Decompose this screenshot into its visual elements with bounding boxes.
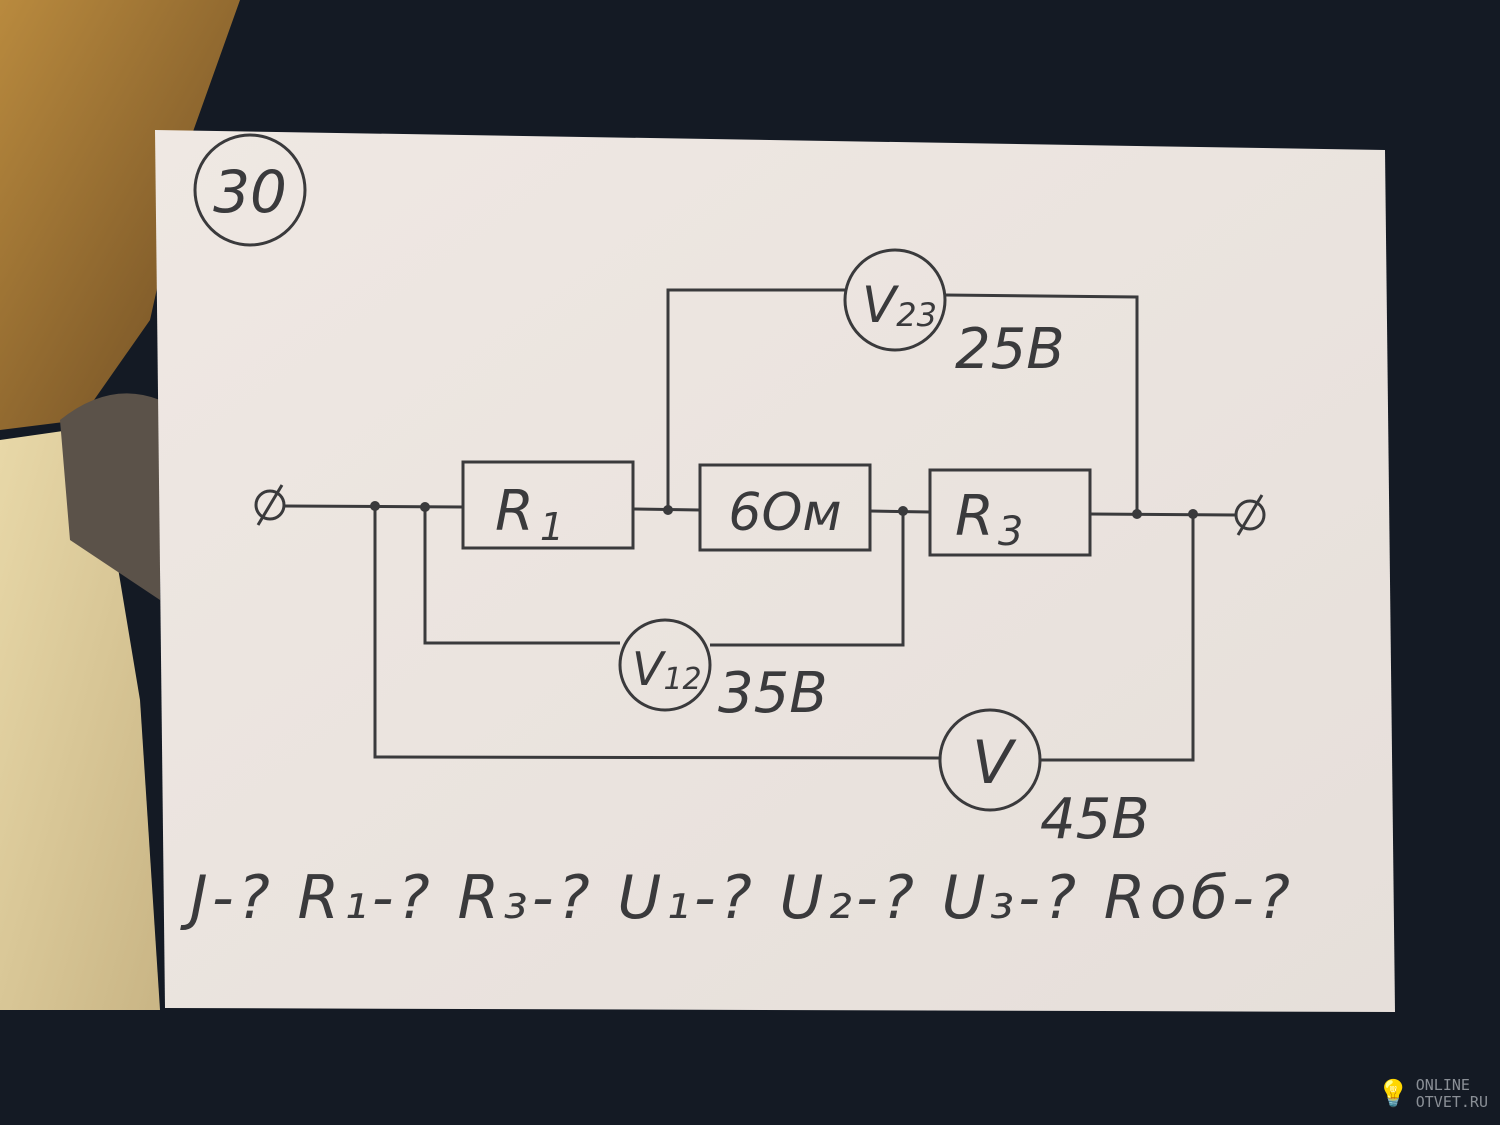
junction-dots — [370, 501, 1198, 519]
voltmeter-v12-reading: 35В — [718, 661, 828, 726]
wooden-furniture — [0, 0, 240, 430]
watermark-line1: ONLINE — [1415, 1076, 1470, 1094]
voltmeter-v12-label: V12 — [632, 642, 702, 697]
resistor-r1 — [461, 460, 635, 550]
left-terminal — [254, 484, 286, 526]
resistor-6ohm-label: 6Ом — [728, 483, 841, 543]
voltmeter-v23-label: V23 — [862, 276, 937, 334]
voltmeter-v-reading: 45В — [1040, 787, 1150, 852]
voltmeter-v — [938, 708, 1042, 812]
resistor-r3 — [928, 468, 1092, 557]
voltmeter-v12 — [618, 618, 712, 712]
watermark-line2: OTVET.RU — [1415, 1093, 1488, 1111]
voltmeter-v23-reading: 25В — [955, 317, 1065, 382]
watermark: 💡 ONLINE OTVET.RU — [1377, 1077, 1488, 1111]
floor-pattern — [0, 430, 160, 1010]
paper-sheet — [155, 130, 1395, 1012]
lightbulb-icon: 💡 — [1377, 1078, 1410, 1109]
voltmeter-v23 — [843, 248, 947, 352]
problem-number: 30 — [213, 158, 287, 226]
problem-number-circle — [193, 133, 307, 247]
chair-edge — [60, 393, 160, 600]
question-line: Ј-? R₁-? R₃-? U₁-? U₂-? U₃-? Rоб-? — [180, 863, 1290, 933]
voltmeter-v-label: V — [972, 728, 1017, 798]
resistor-6ohm — [698, 463, 872, 552]
